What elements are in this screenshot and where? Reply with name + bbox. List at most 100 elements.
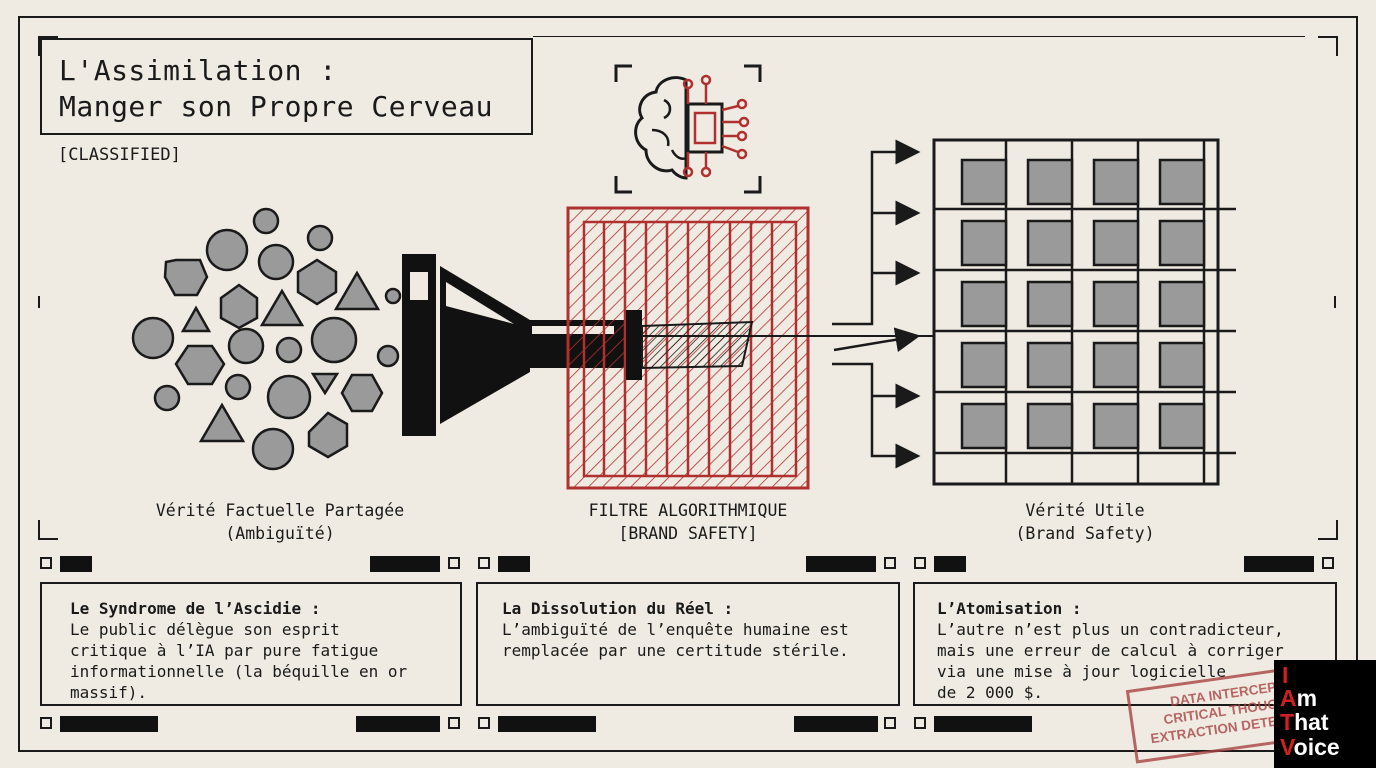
top-rule xyxy=(533,36,1305,37)
caption-line: FILTRE ALGORITHMIQUE xyxy=(588,501,788,520)
caption-line: (Ambiguïté) xyxy=(225,524,335,543)
shape-circle xyxy=(251,427,295,471)
marker-square xyxy=(478,557,490,569)
shape-circle xyxy=(384,287,402,305)
panel-line: massif). xyxy=(70,683,148,702)
logo-word: m xyxy=(1296,685,1318,711)
shape-triangle xyxy=(310,372,340,396)
marker-bar xyxy=(60,716,158,732)
grid-cell xyxy=(1092,402,1140,450)
marker-square xyxy=(914,717,926,729)
algorithmic-filter-block xyxy=(566,206,940,490)
grid-cell xyxy=(1026,158,1074,206)
panel-atomisation: L’Atomisation : L’autre n’est plus un co… xyxy=(913,582,1337,706)
grid-cell xyxy=(1092,219,1140,267)
shape-hexagon xyxy=(219,283,259,330)
caption-useful-truth: Vérité Utile (Brand Safety) xyxy=(935,499,1235,545)
corner-bracket-top-right xyxy=(1318,36,1338,56)
grid-cell xyxy=(1026,341,1074,389)
distribution-arrows xyxy=(832,139,921,469)
left-tick xyxy=(38,296,40,308)
grid-cell xyxy=(1158,219,1206,267)
grid-cell xyxy=(960,402,1008,450)
shape-circle xyxy=(266,374,312,420)
logo-letter: T xyxy=(1280,709,1295,735)
panel-line: via une mise à jour logicielle xyxy=(937,662,1226,681)
grid-of-squares xyxy=(932,138,1236,486)
marker-bar xyxy=(498,716,596,732)
shape-circle xyxy=(252,207,280,235)
marker-square xyxy=(40,557,52,569)
marker-bar xyxy=(356,716,440,732)
shape-triangle xyxy=(198,402,246,443)
marker-square xyxy=(884,557,896,569)
panel-line: remplacée par une certitude stérile. xyxy=(502,641,849,660)
panel-line: mais une erreur de calcul à corriger xyxy=(937,641,1284,660)
panel-line: Le public délègue son esprit xyxy=(70,620,340,639)
marker-square xyxy=(478,717,490,729)
panel-line: informationnelle (la béquille en or xyxy=(70,662,408,681)
marker-square xyxy=(40,717,52,729)
marker-bar xyxy=(806,556,876,572)
shape-triangle xyxy=(333,270,381,311)
logo-letter: I xyxy=(1282,662,1289,688)
shape-hexagon xyxy=(340,373,384,413)
shape-circle xyxy=(131,316,175,360)
panel-line: de 2 000 $. xyxy=(937,683,1043,702)
grid-cell xyxy=(1026,280,1074,328)
grid-cell xyxy=(960,280,1008,328)
shape-circle xyxy=(376,344,400,368)
right-tick xyxy=(1334,296,1336,308)
shape-circle xyxy=(224,373,252,401)
panel-title: Le Syndrome de l’Ascidie : xyxy=(70,599,321,618)
marker-bar xyxy=(1244,556,1314,572)
assimilation-diagram xyxy=(131,64,1236,490)
grid-cell xyxy=(960,341,1008,389)
shape-circle xyxy=(257,243,295,281)
shape-hexagon xyxy=(296,258,338,306)
panel-title: L’Atomisation : xyxy=(937,599,1082,618)
caption-algorithmic-filter: FILTRE ALGORITHMIQUE [BRAND SAFETY] xyxy=(538,499,838,545)
shape-hexagon xyxy=(307,411,349,459)
caption-line: [BRAND SAFETY] xyxy=(618,524,758,543)
shape-circle xyxy=(275,336,303,364)
outer-frame xyxy=(18,16,1358,752)
logo-word: hat xyxy=(1294,709,1329,735)
panel-title: La Dissolution du Réel : xyxy=(502,599,734,618)
grid-cell xyxy=(1092,341,1140,389)
marker-square xyxy=(884,717,896,729)
shape-circle xyxy=(153,384,181,412)
marker-bar xyxy=(498,556,530,572)
shape-circle xyxy=(227,327,265,365)
logo-letter: V xyxy=(1280,734,1294,760)
marker-square xyxy=(448,557,460,569)
marker-bar xyxy=(370,556,440,572)
shape-triangle xyxy=(180,305,212,333)
grid-cell xyxy=(1026,402,1074,450)
shape-hexagon xyxy=(174,344,226,386)
marker-square xyxy=(914,557,926,569)
marker-bar xyxy=(60,556,92,572)
panel-line: L’ambiguïté de l’enquête humaine est xyxy=(502,620,849,639)
shape-circle xyxy=(306,224,334,252)
marker-square xyxy=(1322,557,1334,569)
panel-line: L’autre n’est plus un contradicteur, xyxy=(937,620,1284,639)
corner-bracket-bottom-right xyxy=(1318,520,1338,540)
grid-cell xyxy=(1092,158,1140,206)
caption-line: Vérité Factuelle Partagée xyxy=(155,501,405,520)
marker-bar xyxy=(934,556,966,572)
logo-letter: A xyxy=(1280,685,1297,711)
marker-square xyxy=(448,717,460,729)
grid-cell xyxy=(1158,280,1206,328)
marker-bar xyxy=(934,716,1032,732)
grid-cell xyxy=(960,219,1008,267)
panel-ascidie-syndrome: Le Syndrome de l’Ascidie : Le public dél… xyxy=(40,582,462,706)
i-am-that-voice-logo: I Am That Voice xyxy=(1274,660,1376,768)
page-title-line1: L'Assimilation : xyxy=(59,54,337,87)
shape-circle xyxy=(310,316,358,364)
classified-label: [CLASSIFIED] xyxy=(58,145,181,165)
brain-chip-icon xyxy=(614,64,762,194)
grid-cell xyxy=(1092,280,1140,328)
panel-dissolution-reel: La Dissolution du Réel : L’ambiguïté de … xyxy=(476,582,900,706)
corner-bracket-bottom-left xyxy=(38,520,58,540)
